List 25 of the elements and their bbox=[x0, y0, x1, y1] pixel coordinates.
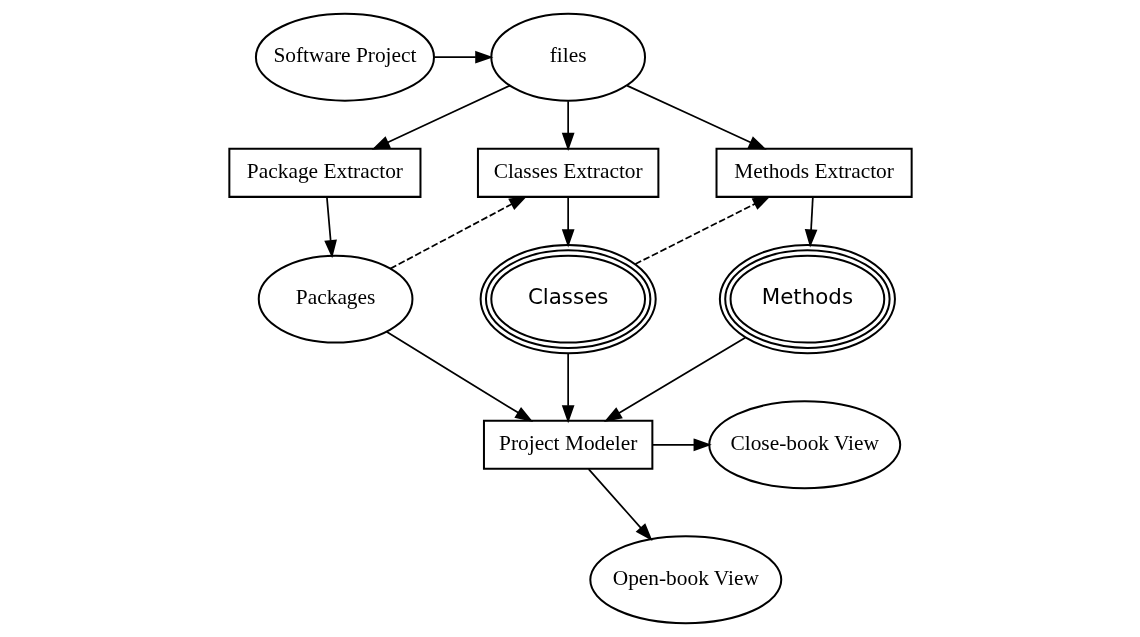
node-ellipse: Open-book View bbox=[588, 535, 782, 625]
arrow bbox=[804, 196, 817, 248]
node-box: Package Extractor bbox=[227, 147, 421, 198]
node-box: Project Modeler bbox=[482, 419, 653, 470]
node-ellipse: Close-book View bbox=[707, 400, 901, 490]
arrow bbox=[432, 50, 493, 64]
arrow bbox=[561, 196, 575, 248]
node-ellipse: Software Project bbox=[254, 12, 435, 102]
arrow bbox=[371, 84, 511, 150]
arrow bbox=[389, 195, 527, 270]
arrow bbox=[561, 352, 575, 424]
node-box: Methods Extractor bbox=[715, 147, 913, 198]
arrow bbox=[385, 330, 533, 422]
node-ellipse: Packages bbox=[257, 254, 413, 344]
arrow bbox=[561, 100, 575, 151]
arrow bbox=[651, 438, 712, 452]
arrow bbox=[323, 196, 337, 259]
arrow bbox=[625, 84, 767, 150]
node-box: Classes Extractor bbox=[476, 147, 659, 198]
node-ellipse: Methods bbox=[718, 244, 896, 355]
node-ellipse: Classes bbox=[479, 244, 657, 355]
node-ellipse: files bbox=[489, 12, 646, 102]
arrow bbox=[603, 336, 746, 423]
arrow bbox=[634, 195, 771, 265]
arrow bbox=[587, 468, 653, 542]
